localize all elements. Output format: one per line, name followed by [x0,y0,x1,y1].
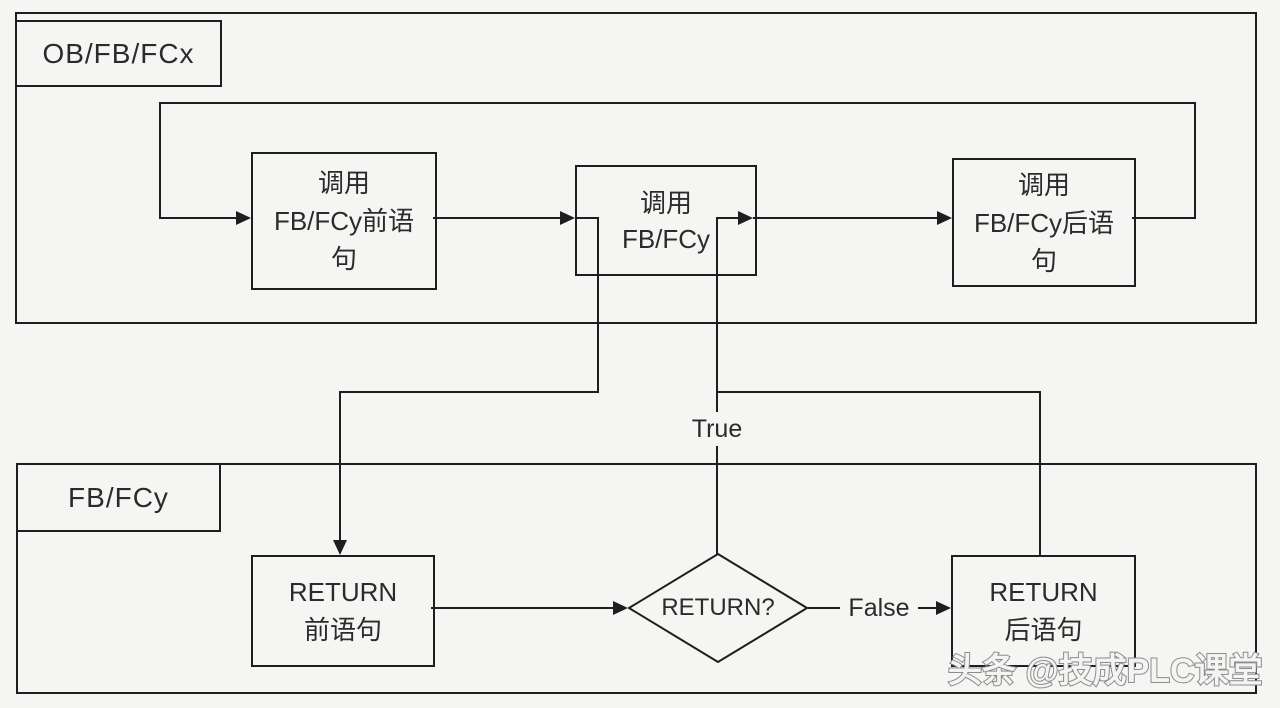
arrowhead-into-return-post [936,601,951,615]
call-entry-elbow-line [575,217,599,219]
loop-top-line [160,102,1196,104]
watermark-toutiao: 头条 @技成PLC课堂 [947,651,1264,691]
arrowhead-return-into-call [738,211,753,225]
arrowhead-into-call [560,211,575,225]
loop-to-callpre-line [159,217,237,219]
call-to-callpost-line [753,217,938,219]
arrowhead-into-call-post [937,211,952,225]
edge-label-false: False [840,593,918,623]
box-call-pre-statement: 调用 FB/FCy前语 句 [251,152,437,290]
arrowhead-into-return-pre [333,540,347,555]
call-down-line [597,217,599,393]
callpre-to-call-line [433,217,561,219]
container-fb-fcy [16,463,1257,694]
call-down-horizontal-line [339,391,599,393]
container-fb-fcy-label: FB/FCy [16,463,221,532]
returnpost-junction-line [716,391,1041,393]
box-call-post-statement: 调用 FB/FCy后语 句 [952,158,1136,287]
box-return-post-statement: RETURN 后语句 [951,555,1136,667]
arrowhead-into-decision [613,601,628,615]
decision-diamond-label: RETURN? [661,594,775,621]
box-call-fb-fcy: 调用 FB/FCy [575,165,757,276]
arrowhead-into-call-pre [236,211,251,225]
true-return-line [716,217,718,555]
loop-right-line [1194,102,1196,219]
call-down-into-sub-line [339,391,341,541]
callpost-to-loop-line [1132,217,1195,219]
box-return-pre-statement: RETURN 前语句 [251,555,435,667]
returnpre-to-decision-line [431,607,614,609]
edge-label-true: True [683,412,751,446]
loop-left-line [159,102,161,219]
returnpost-up-line [1039,391,1041,555]
return-reentry-line [717,217,739,219]
decision-diamond-shape [627,552,809,664]
container-ob-fb-fcx [15,12,1257,324]
watermark-text: 头条 @技成PLC课堂 [948,652,1263,690]
container-ob-fb-fcx-label: OB/FB/FCx [15,20,222,87]
